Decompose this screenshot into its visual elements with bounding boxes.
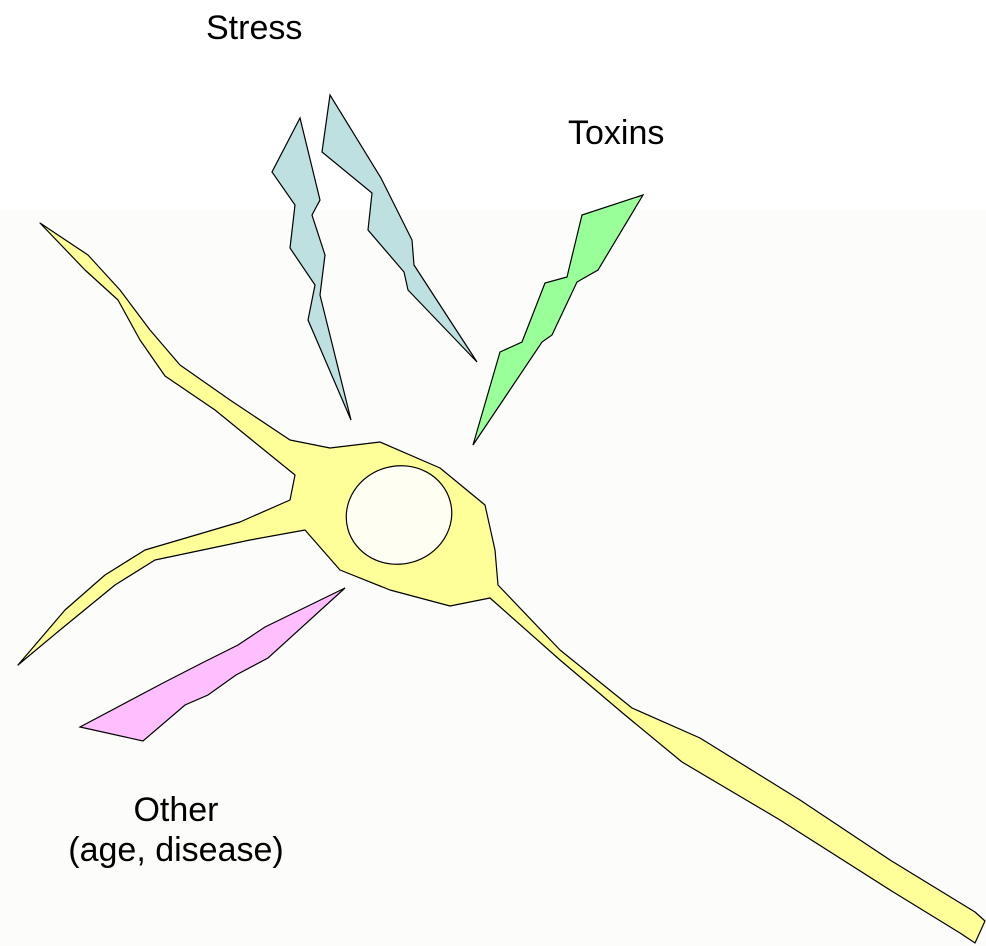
stress-label: Stress bbox=[206, 8, 302, 48]
toxins-label: Toxins bbox=[568, 113, 664, 153]
other-label-line2: (age, disease) bbox=[0, 830, 352, 870]
other-label: Other (age, disease) bbox=[0, 790, 352, 870]
other-label-line1: Other bbox=[0, 790, 352, 830]
